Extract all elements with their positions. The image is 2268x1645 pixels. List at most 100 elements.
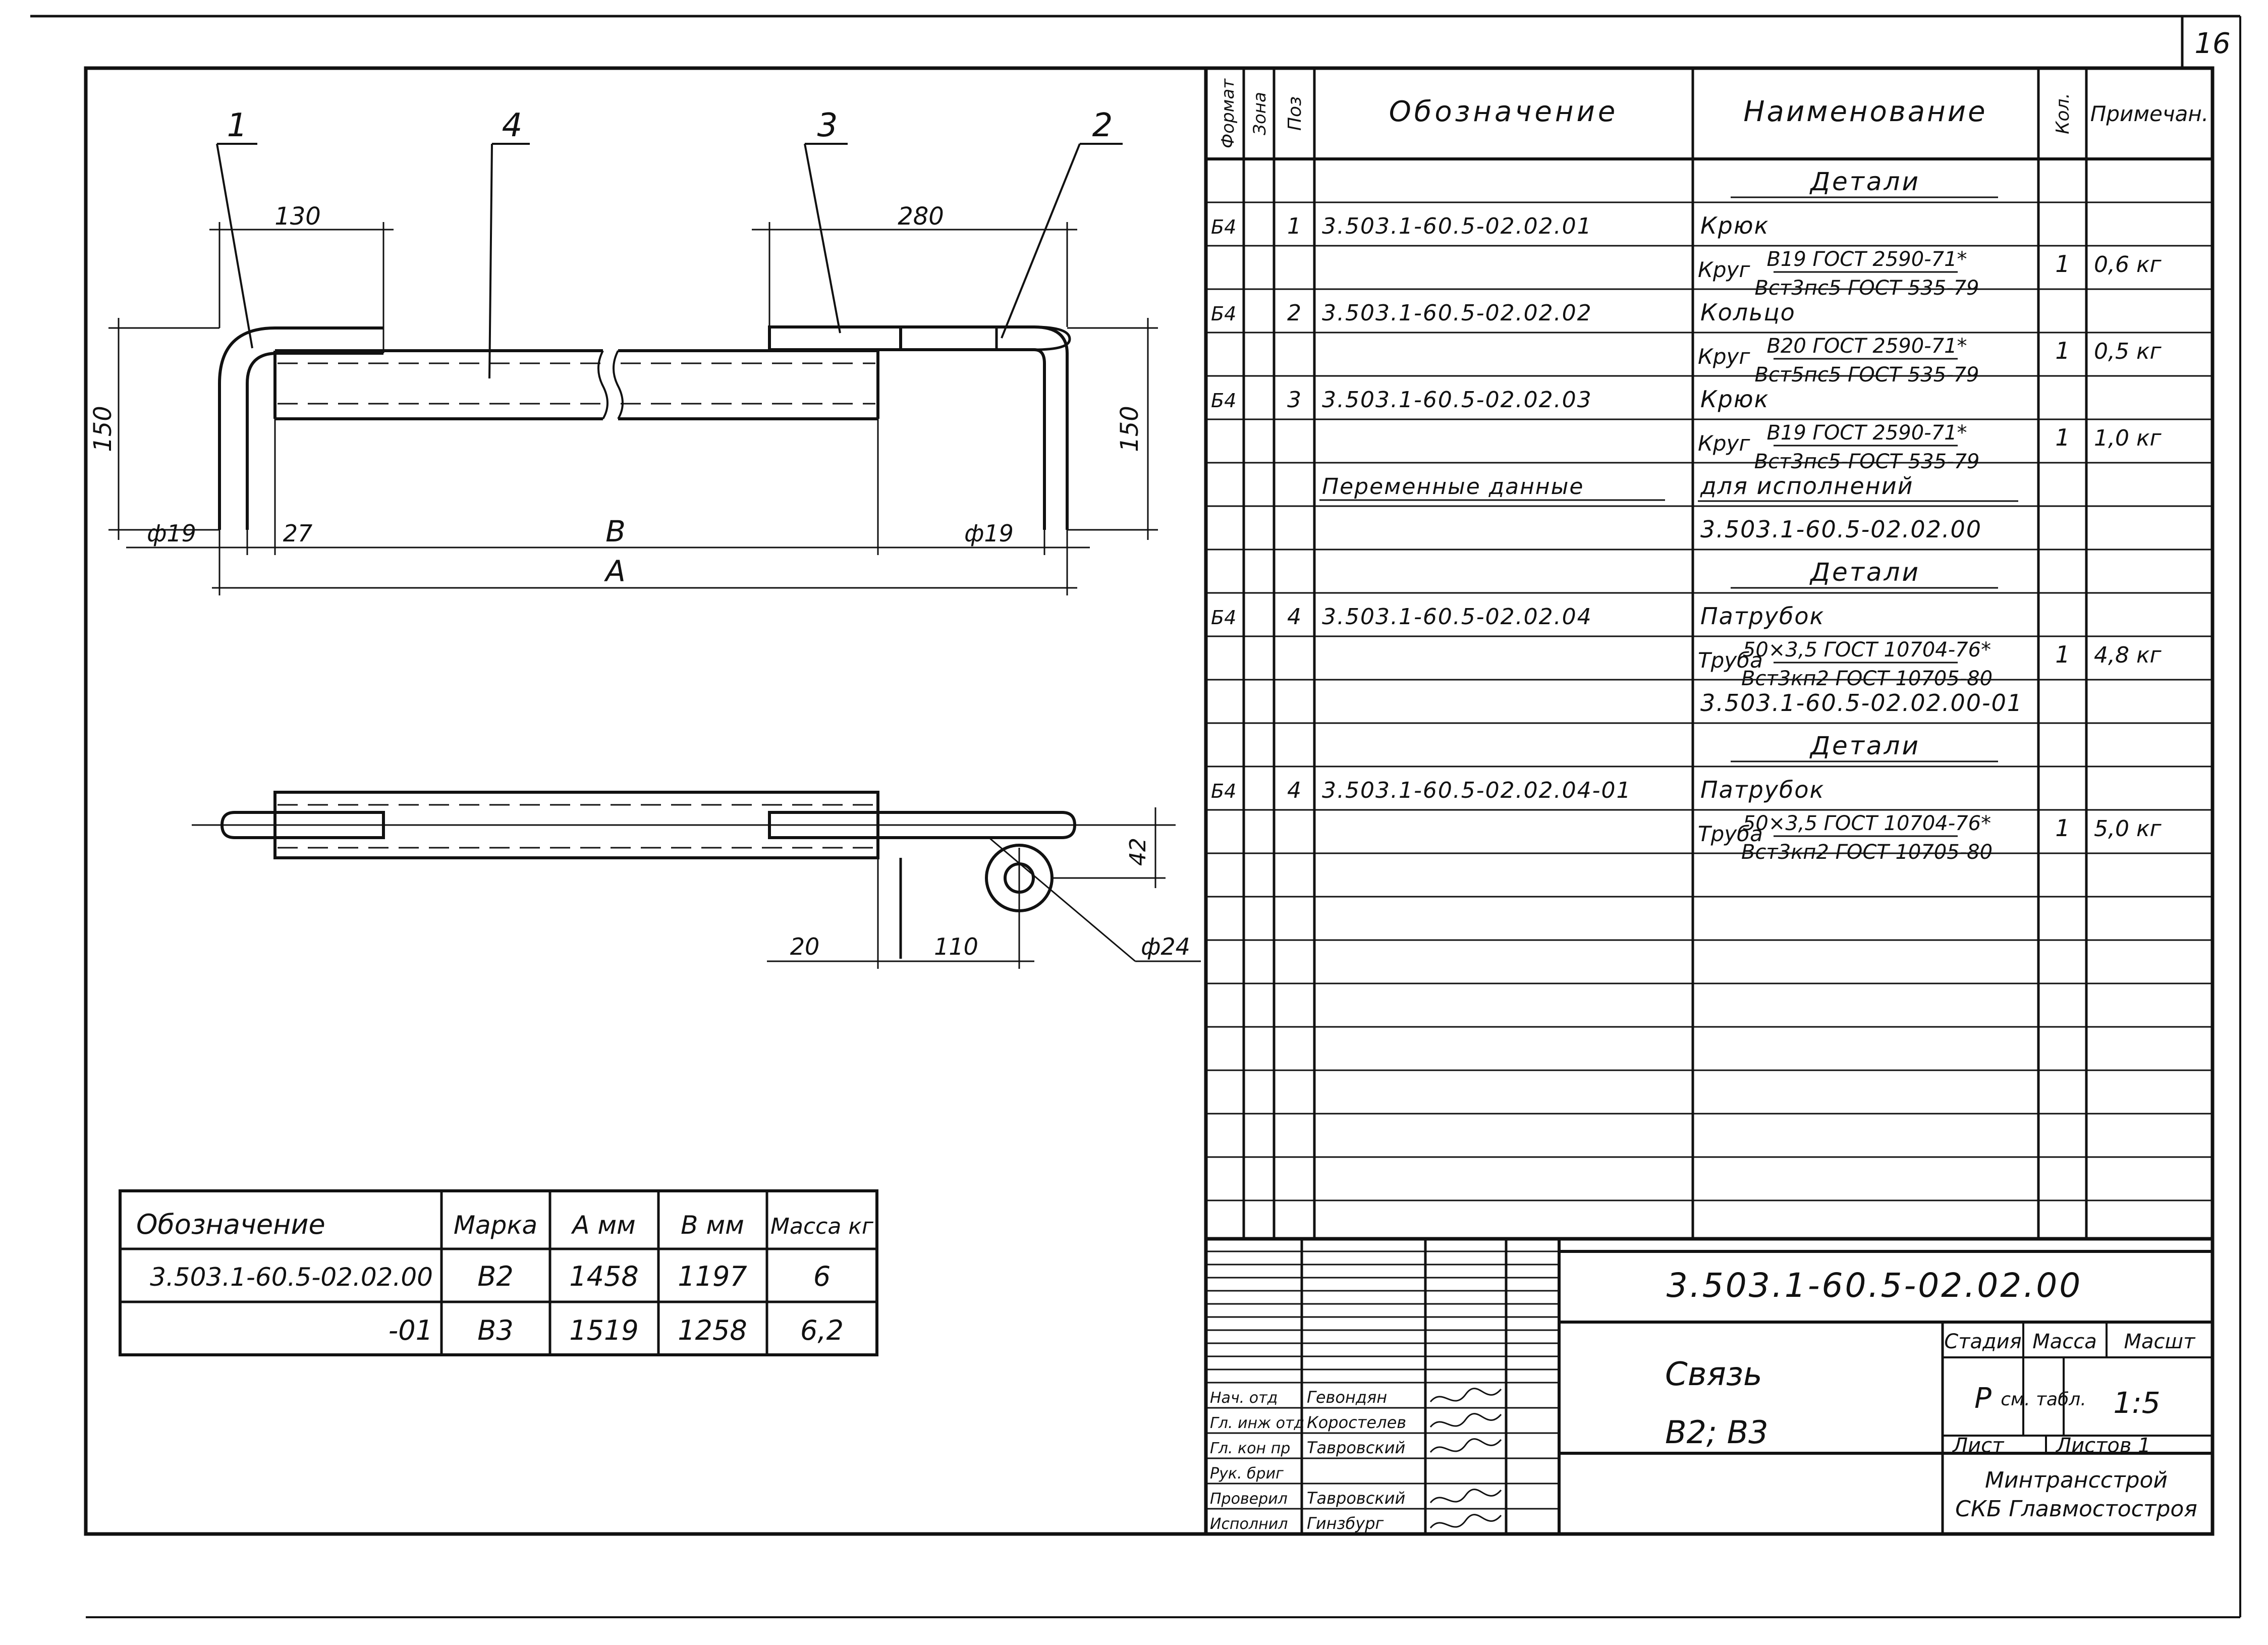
- spec-format: Б4: [1211, 780, 1236, 802]
- leader-4: [488, 143, 493, 379]
- callout-1: 1: [227, 107, 248, 144]
- spec-material-top: 50×3,5 ГОСТ 10704-76*: [1743, 812, 1991, 835]
- tb-mass: см. табл.: [2001, 1389, 2086, 1410]
- variants-r0-c0: 3.503.1-60.5-02.02.00: [150, 1263, 433, 1292]
- spec-format: Б4: [1211, 607, 1236, 629]
- elevation-view: 1 4 3 2 130 280 150 150 ф19 27 B ф1: [89, 107, 1158, 595]
- dim-27: 27: [283, 520, 313, 547]
- tb-staff-name: Гинзбург: [1307, 1514, 1384, 1533]
- spec-head-qty: Кол.: [2053, 93, 2073, 134]
- tb-signature: [1429, 1489, 1502, 1503]
- spec-note: 0,5 кг: [2094, 339, 2162, 364]
- spec-name: для исполнений: [1700, 472, 1914, 500]
- spec-name: Крюк: [1700, 386, 1769, 413]
- spec-material-bottom: Вст3кп2 ГОСТ 10705-80: [1741, 667, 1993, 690]
- hook-3-bar: [768, 325, 902, 351]
- plan-tube: [273, 791, 879, 859]
- tb-signature: [1429, 1413, 1502, 1428]
- spec-designation: 3.503.1-60.5-02.02.03: [1322, 387, 1592, 413]
- spec-format: Б4: [1211, 303, 1236, 325]
- spec-row-rules: [1206, 158, 2212, 1201]
- break-line-right: [613, 350, 624, 420]
- leader-1: [216, 143, 253, 349]
- variants-head-0: Обозначение: [136, 1209, 325, 1240]
- spec-head-note: Примечан.: [2090, 101, 2208, 126]
- spec-material-bottom: Вст3пс5 ГОСТ 535-79: [1754, 277, 1979, 300]
- spec-name: Труба: [1698, 648, 1763, 673]
- plan-hook-left: [220, 811, 385, 839]
- tb-staff-name: Тавровский: [1307, 1489, 1405, 1508]
- spec-designation: 3.503.1-60.5-02.02.04: [1322, 604, 1592, 630]
- spec-material-bottom: Вст3кп2 ГОСТ 10705-80: [1741, 841, 1993, 864]
- spec-head-designation: Обозначение: [1389, 95, 1619, 128]
- callout-2: 2: [1092, 107, 1113, 144]
- tb-signature: [1429, 1438, 1502, 1453]
- tb-staff-name: Коростелев: [1307, 1413, 1406, 1432]
- spec-qty: 1: [2055, 337, 2070, 364]
- dim-42: 42: [1125, 838, 1151, 866]
- variants-r0-c3: 1197: [678, 1260, 747, 1292]
- spec-head-format: Формат: [1218, 78, 1238, 148]
- spec-format: Б4: [1211, 390, 1236, 412]
- spec-name: Труба: [1698, 821, 1763, 846]
- spec-note: 1,0 кг: [2094, 425, 2162, 451]
- dim-110: 110: [934, 933, 978, 960]
- tb-org-2: СКБ Главмостостроя: [1955, 1496, 2197, 1522]
- spec-material-top: В19 ГОСТ 2590-71*: [1766, 421, 1967, 445]
- tb-staff-role: Гл. кон пр: [1210, 1440, 1290, 1457]
- spec-table: Формат Зона Поз Обозначение Наименование…: [1204, 68, 2214, 1534]
- tb-staff-role: Нач. отд: [1210, 1389, 1278, 1407]
- spec-qty: 1: [2055, 641, 2070, 668]
- spec-name: 3.503.1-60.5-02.02.00-01: [1700, 689, 2023, 717]
- spec-pos: 4: [1287, 778, 1301, 803]
- break-line-left: [597, 350, 609, 420]
- spec-material-bottom: Вст5пс5 ГОСТ 535-79: [1754, 363, 1979, 387]
- dim-dia24: ф24: [1141, 933, 1190, 960]
- tb-staff-role: Гл. инж отд: [1210, 1414, 1304, 1432]
- tb-staff-role: Исполнил: [1210, 1515, 1288, 1533]
- spec-pos: 2: [1287, 300, 1301, 326]
- tb-sheet-label: Лист: [1952, 1434, 2005, 1457]
- tb-stage-label: Стадия: [1944, 1330, 2021, 1353]
- dim-150-left: 150: [89, 406, 117, 452]
- variants-r1-c1: В3: [477, 1314, 513, 1346]
- hook-2-inner: [901, 348, 1046, 530]
- spec-format: Б4: [1211, 216, 1236, 238]
- spec-qty: 1: [2055, 814, 2070, 842]
- leader-2: [1001, 143, 1081, 339]
- ring-2-arc: [1034, 325, 1071, 351]
- callout-3: 3: [817, 107, 838, 144]
- leader-3: [804, 143, 841, 334]
- spec-head-zone: Зона: [1250, 92, 1270, 135]
- tb-staff-role: Проверил: [1210, 1490, 1288, 1508]
- tb-sheets-label: Листов 1: [2055, 1434, 2151, 1457]
- spec-name: Кольцо: [1700, 299, 1796, 326]
- spec-head-name: Наименование: [1743, 95, 1987, 128]
- leader-dia24: [988, 837, 1136, 962]
- spec-note: 4,8 кг: [2094, 642, 2162, 668]
- variants-head-3: В мм: [681, 1211, 744, 1240]
- tb-title-2: В2; В3: [1665, 1414, 1768, 1451]
- spec-material-bottom: Вст3пс5-ГОСТ 535-79: [1754, 450, 1980, 473]
- spec-name: Круг: [1698, 257, 1750, 282]
- dim-150-right: 150: [1116, 406, 1144, 452]
- spec-qty: 1: [2055, 250, 2070, 278]
- variants-r0-c4: 6: [813, 1260, 831, 1292]
- tb-mass-label: Масса: [2032, 1330, 2097, 1353]
- variants-head-2: А мм: [571, 1211, 636, 1240]
- tb-staff-name: Гевондян: [1307, 1388, 1387, 1407]
- tb-staff-name: Тавровский: [1307, 1438, 1405, 1457]
- variants-r1-c3: 1258: [678, 1314, 747, 1346]
- variants-head-1: Марка: [454, 1211, 537, 1240]
- tb-title-1: Связь: [1665, 1356, 1762, 1393]
- dim-a: A: [603, 554, 626, 588]
- spec-name: Детали: [1809, 558, 1920, 587]
- spec-name: Крюк: [1700, 212, 1769, 239]
- plan-view: 20 110 42 ф24: [192, 791, 1201, 969]
- spec-name: Патрубок: [1700, 776, 1824, 803]
- spec-pos: 4: [1287, 604, 1301, 630]
- spec-pos: 3: [1287, 387, 1301, 413]
